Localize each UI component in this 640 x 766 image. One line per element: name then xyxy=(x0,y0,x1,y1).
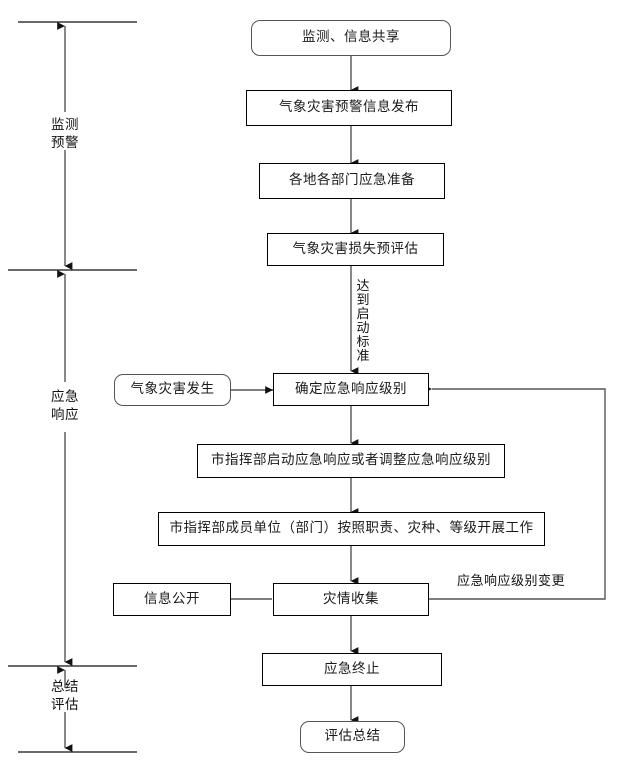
edge-label-activation-standard: 达到启动标准 xyxy=(356,279,370,365)
phase-bracket-rules xyxy=(8,21,137,753)
node-loss-preassessment[interactable]: 气象灾害损失预评估 xyxy=(267,233,444,266)
node-disaster-occurs[interactable]: 气象灾害发生 xyxy=(114,374,231,406)
node-info-disclosure[interactable]: 信息公开 xyxy=(113,583,231,616)
node-response-termination[interactable]: 应急终止 xyxy=(262,653,442,686)
node-label: 信息公开 xyxy=(144,590,200,607)
node-label: 气象灾害预警信息发布 xyxy=(279,99,419,116)
node-department-prep[interactable]: 各地各部门应急准备 xyxy=(259,163,445,199)
node-disaster-collection[interactable]: 灾情收集 xyxy=(273,583,429,616)
node-assessment-summary[interactable]: 评估总结 xyxy=(300,721,405,753)
node-member-units-work[interactable]: 市指挥部成员单位（部门）按照职责、灾种、等级开展工作 xyxy=(158,512,545,546)
node-label: 确定应急响应级别 xyxy=(295,380,407,397)
phase-label-monitoring: 监测 预警 xyxy=(51,117,79,152)
node-determine-level[interactable]: 确定应急响应级别 xyxy=(273,373,429,406)
edge-label-level-change: 应急响应级别变更 xyxy=(457,574,566,589)
phase-label-summary: 总结 评估 xyxy=(51,679,79,714)
node-label: 气象灾害损失预评估 xyxy=(292,240,419,257)
side-flow-edges xyxy=(231,385,606,600)
node-label: 各地各部门应急准备 xyxy=(289,172,415,189)
node-label: 灾情收集 xyxy=(323,590,379,607)
node-label: 气象灾害发生 xyxy=(130,381,215,398)
node-label: 评估总结 xyxy=(324,728,381,745)
node-label: 市指挥部成员单位（部门）按照职责、灾种、等级开展工作 xyxy=(169,520,534,537)
node-label: 应急终止 xyxy=(324,660,380,677)
node-warning-release[interactable]: 气象灾害预警信息发布 xyxy=(246,90,452,126)
node-city-hq-activate[interactable]: 市指挥部启动应急响应或者调整应急响应级别 xyxy=(197,444,505,478)
node-label: 市指挥部启动应急响应或者调整应急响应级别 xyxy=(211,452,491,469)
node-monitoring-sharing[interactable]: 监测、信息共享 xyxy=(251,20,451,56)
phase-label-response: 应急 响应 xyxy=(51,389,79,424)
node-label: 监测、信息共享 xyxy=(302,29,400,46)
